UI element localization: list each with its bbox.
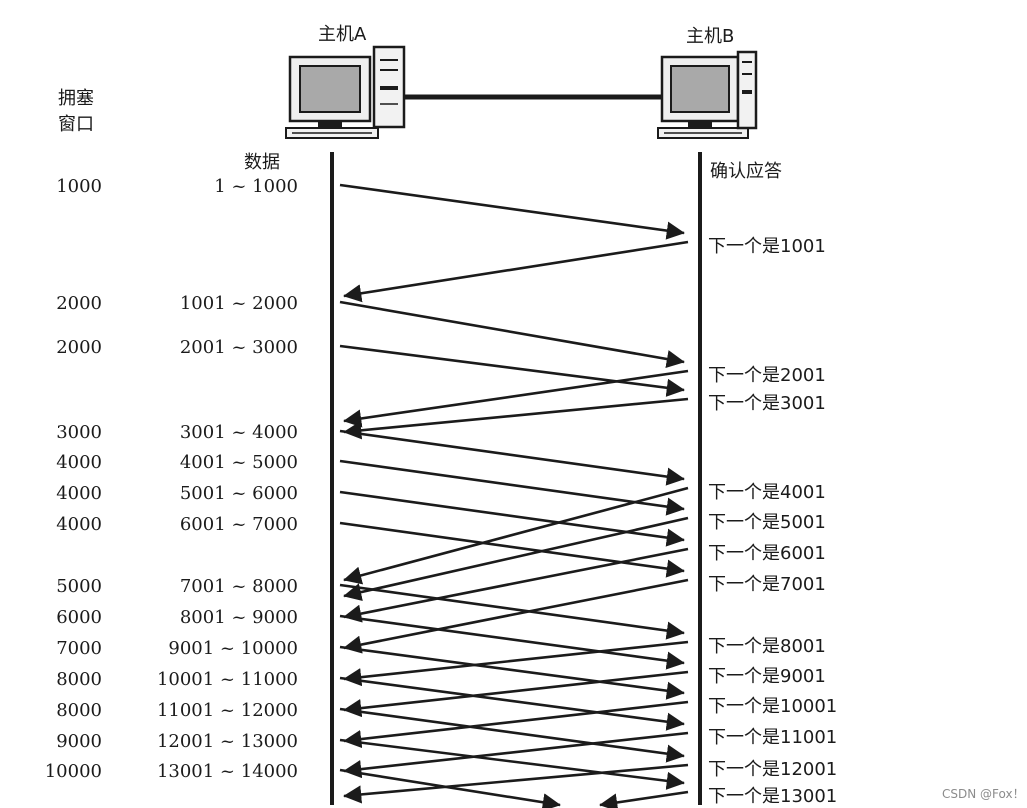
cwnd-value: 4000	[56, 483, 102, 504]
data-segment-arrow	[339, 738, 685, 790]
ack-label: 下一个是5001	[708, 512, 826, 533]
data-segment-arrow	[339, 429, 685, 486]
cwnd-value: 4000	[56, 452, 102, 473]
data-ranges: 1 ~ 1000 1001 ~ 2000 2001 ~ 3000 3001 ~ 400…	[157, 176, 298, 782]
cwnd-header-line-1: 拥塞	[58, 88, 94, 109]
ack-label: 下一个是4001	[708, 482, 826, 503]
ack-arrow	[343, 369, 689, 428]
ack-header: 确认应答	[710, 161, 782, 182]
computer-a-icon	[285, 45, 406, 139]
data-range-label: 8001 ~ 9000	[180, 607, 298, 628]
cwnd-value: 5000	[56, 576, 102, 597]
data-segment-arrow	[339, 183, 685, 240]
cwnd-header-line-2: 窗口	[58, 114, 94, 135]
ack-arrow	[343, 397, 689, 440]
ack-arrow	[343, 516, 689, 602]
data-segment-arrow	[339, 521, 685, 578]
ack-arrow	[343, 670, 689, 718]
ack-label: 下一个是11001	[708, 727, 837, 748]
cwnd-value: 2000	[56, 293, 102, 314]
data-segment-arrow	[339, 614, 685, 670]
data-range-label: 11001 ~ 12000	[157, 700, 298, 721]
cwnd-value: 8000	[56, 669, 102, 690]
ack-label: 下一个是6001	[708, 543, 826, 564]
data-segment-arrow	[339, 583, 685, 640]
data-range-label: 3001 ~ 4000	[180, 422, 298, 443]
cwnd-value: 8000	[56, 700, 102, 721]
data-range-label: 6001 ~ 7000	[180, 514, 298, 535]
data-range-label: 7001 ~ 8000	[180, 576, 298, 597]
data-segment-arrow	[339, 459, 685, 516]
data-range-label: 4001 ~ 5000	[180, 452, 298, 473]
ack-arrow	[599, 790, 689, 808]
data-range-label: 5001 ~ 6000	[180, 483, 298, 504]
ack-arrow	[343, 240, 689, 303]
cwnd-values: 1000 2000 2000 3000 4000 4000 4000 5000 6000 7000…	[45, 176, 102, 782]
computer-b-icon	[657, 50, 758, 139]
data-range-label: 2001 ~ 3000	[180, 337, 298, 358]
data-segment-arrow	[339, 344, 685, 397]
data-range-label: 12001 ~ 13000	[157, 731, 298, 752]
data-segment-arrow	[339, 707, 685, 763]
ack-label: 下一个是13001	[708, 786, 837, 807]
data-segment-arrow	[339, 490, 685, 547]
ack-arrow	[343, 763, 689, 804]
data-range-label: 13001 ~ 14000	[157, 761, 298, 782]
ack-arrow	[343, 640, 689, 687]
data-segment-arrow	[339, 645, 685, 700]
ack-arrow	[343, 731, 689, 779]
cwnd-value: 4000	[56, 514, 102, 535]
ack-arrow	[343, 578, 689, 654]
ack-label: 下一个是9001	[708, 666, 826, 687]
cwnd-value: 10000	[45, 761, 102, 782]
ack-label: 下一个是2001	[708, 365, 826, 386]
cwnd-value: 9000	[56, 731, 102, 752]
segment-arrows	[339, 183, 689, 808]
ack-messages: 下一个是1001 下一个是2001 下一个是3001 下一个是4001 下一个是5001…	[708, 236, 837, 807]
ack-label: 下一个是10001	[708, 696, 837, 717]
cwnd-value: 1000	[56, 176, 102, 197]
ack-label: 下一个是12001	[708, 759, 837, 780]
data-range-label: 1 ~ 1000	[214, 176, 298, 197]
ack-arrow	[343, 700, 689, 749]
data-segment-arrow	[339, 676, 685, 731]
host-b-label: 主机B	[686, 26, 734, 47]
data-range-label: 10001 ~ 11000	[157, 669, 298, 690]
host-a-label: 主机A	[318, 24, 367, 45]
ack-arrow	[343, 486, 689, 585]
cwnd-value: 3000	[56, 422, 102, 443]
ack-label: 下一个是3001	[708, 393, 826, 414]
cwnd-value: 7000	[56, 638, 102, 659]
watermark: CSDN @Fox！	[942, 787, 1025, 801]
data-header: 数据	[244, 152, 280, 173]
ack-label: 下一个是1001	[708, 236, 826, 257]
data-range-label: 9001 ~ 10000	[168, 638, 298, 659]
ack-arrow	[343, 547, 689, 623]
data-segment-arrow	[339, 300, 685, 368]
ack-label: 下一个是7001	[708, 574, 826, 595]
data-range-label: 1001 ~ 2000	[180, 293, 298, 314]
cwnd-value: 2000	[56, 337, 102, 358]
cwnd-value: 6000	[56, 607, 102, 628]
ack-label: 下一个是8001	[708, 636, 826, 657]
